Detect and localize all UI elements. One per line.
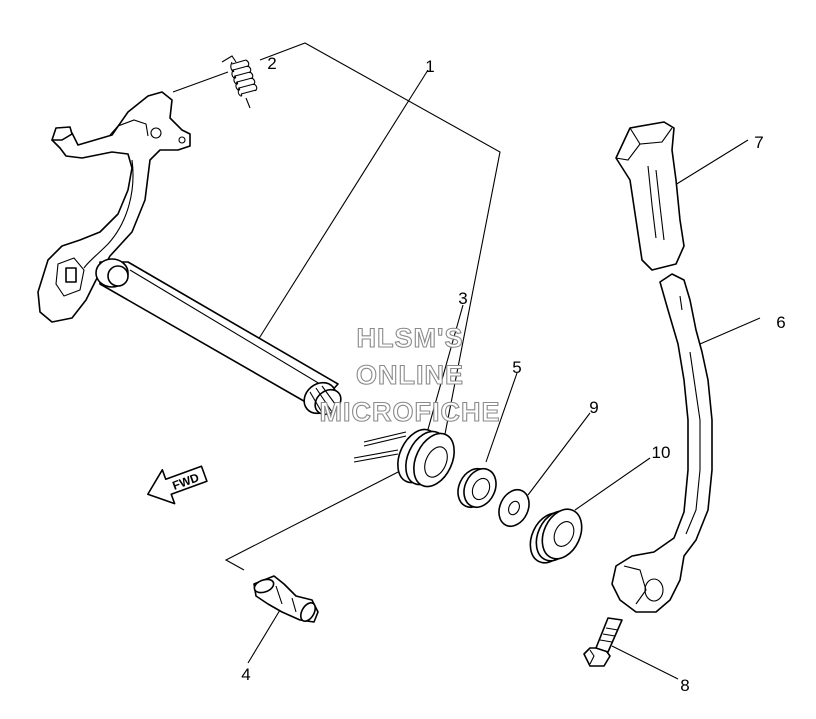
callout-9: 9	[589, 398, 598, 417]
pivot-hole-small	[178, 136, 186, 144]
forward-direction-arrow: FWD	[147, 465, 208, 505]
pivot-hole	[150, 127, 162, 139]
shaft-tube	[99, 261, 339, 409]
torsion-spring	[353, 428, 455, 488]
callout-3: 3	[458, 289, 467, 308]
washer	[498, 488, 530, 528]
callout-6: 6	[776, 313, 785, 332]
callout-8: 8	[680, 676, 689, 695]
callout-10: 10	[652, 443, 671, 462]
shaft-spline	[303, 381, 342, 417]
callout-7: 7	[754, 133, 763, 152]
callout-2: 2	[267, 54, 276, 73]
collar	[457, 467, 497, 509]
callout-4: 4	[241, 665, 250, 684]
oil-seal	[529, 508, 583, 564]
callout-numbers: 1 2 3 4 5 6 7 8 9 10	[241, 54, 785, 695]
watermark-line-3: MICROFICHE	[320, 397, 501, 427]
watermark-line-2: ONLINE	[356, 360, 464, 390]
return-spring-small	[221, 55, 258, 109]
pivot-bolt	[253, 575, 319, 623]
shift-shaft-assembly	[37, 91, 342, 417]
shift-pedal	[611, 273, 713, 613]
leader-lines	[172, 42, 761, 680]
callout-1: 1	[425, 57, 434, 76]
watermark: HLSM'S ONLINE MICROFICHE	[319, 322, 501, 427]
callout-5: 5	[512, 358, 521, 377]
watermark-line-1: HLSM'S	[357, 323, 464, 353]
pedal-bolt	[583, 617, 623, 667]
pedal-rubber	[615, 121, 685, 271]
